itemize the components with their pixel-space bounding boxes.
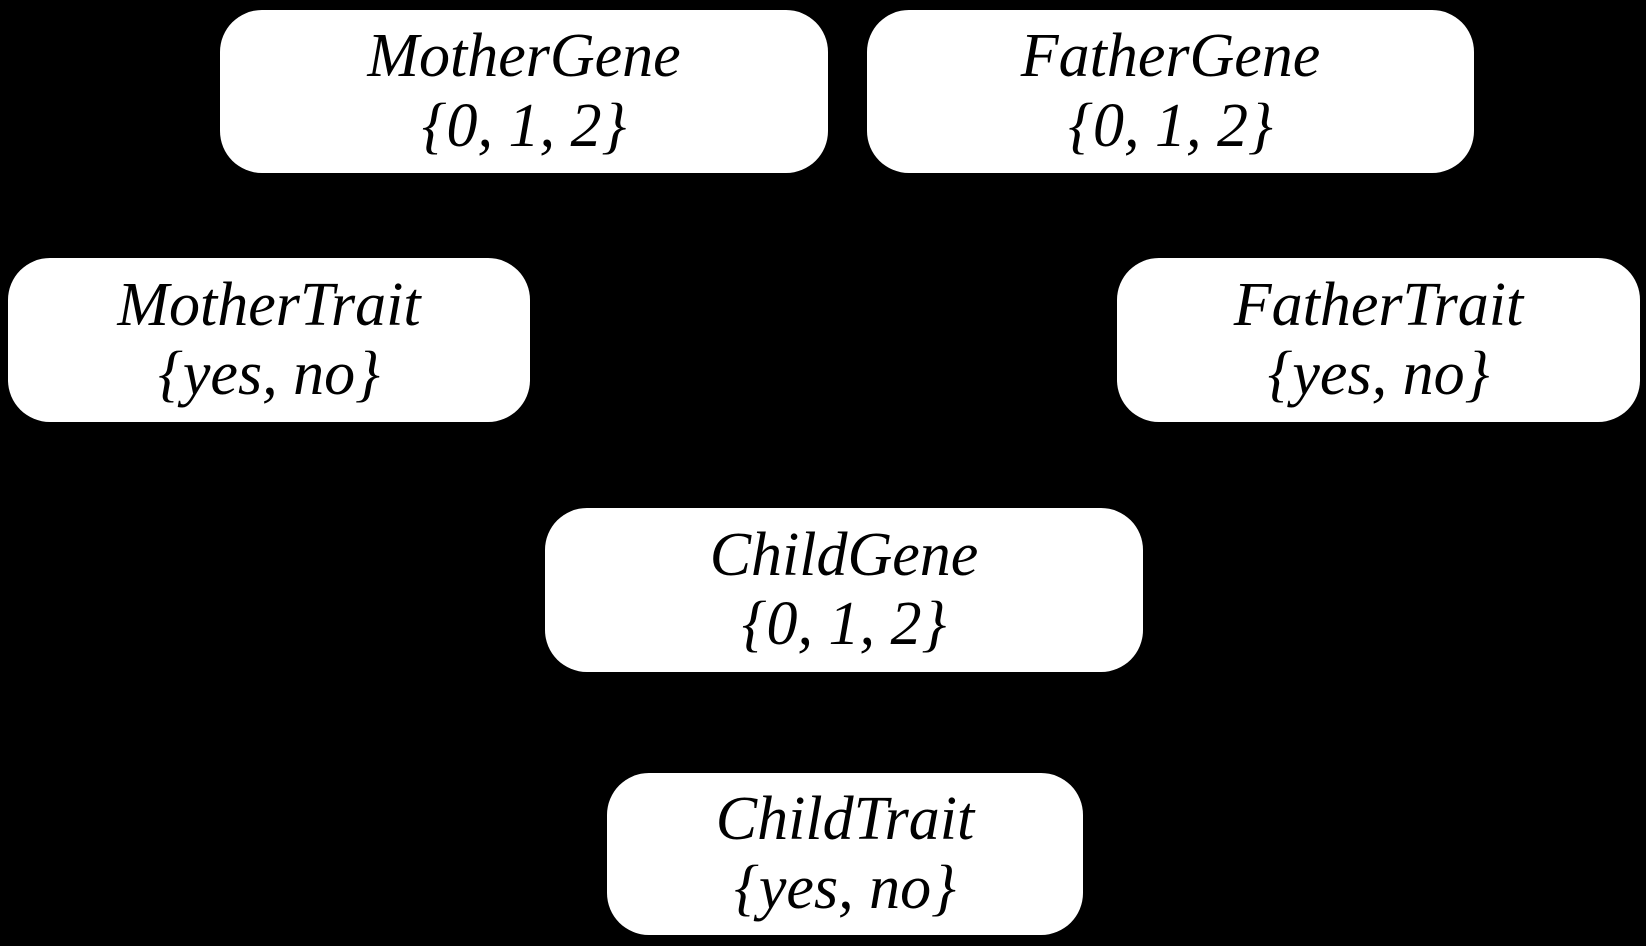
node-childtrait-domain: {yes, no} [734, 854, 956, 922]
node-fathergene-label: FatherGene [1020, 22, 1321, 91]
node-mothertrait-domain: {yes, no} [158, 340, 380, 408]
node-childgene-label: ChildGene [709, 520, 979, 589]
node-mothergene: MotherGene {0, 1, 2} [220, 10, 828, 173]
node-childgene: ChildGene {0, 1, 2} [545, 508, 1143, 672]
node-mothertrait-label: MotherTrait [117, 270, 421, 339]
node-fathertrait: FatherTrait {yes, no} [1117, 258, 1640, 422]
node-childgene-domain: {0, 1, 2} [741, 590, 947, 658]
node-childtrait-label: ChildTrait [715, 784, 975, 853]
node-fathergene-domain: {0, 1, 2} [1068, 91, 1273, 160]
node-fathergene: FatherGene {0, 1, 2} [867, 10, 1474, 173]
node-mothertrait: MotherTrait {yes, no} [8, 258, 530, 422]
node-mothergene-label: MotherGene [367, 22, 681, 91]
node-fathertrait-label: FatherTrait [1233, 270, 1524, 339]
node-childtrait: ChildTrait {yes, no} [607, 773, 1083, 935]
node-fathertrait-domain: {yes, no} [1267, 340, 1490, 408]
node-mothergene-domain: {0, 1, 2} [421, 91, 627, 160]
